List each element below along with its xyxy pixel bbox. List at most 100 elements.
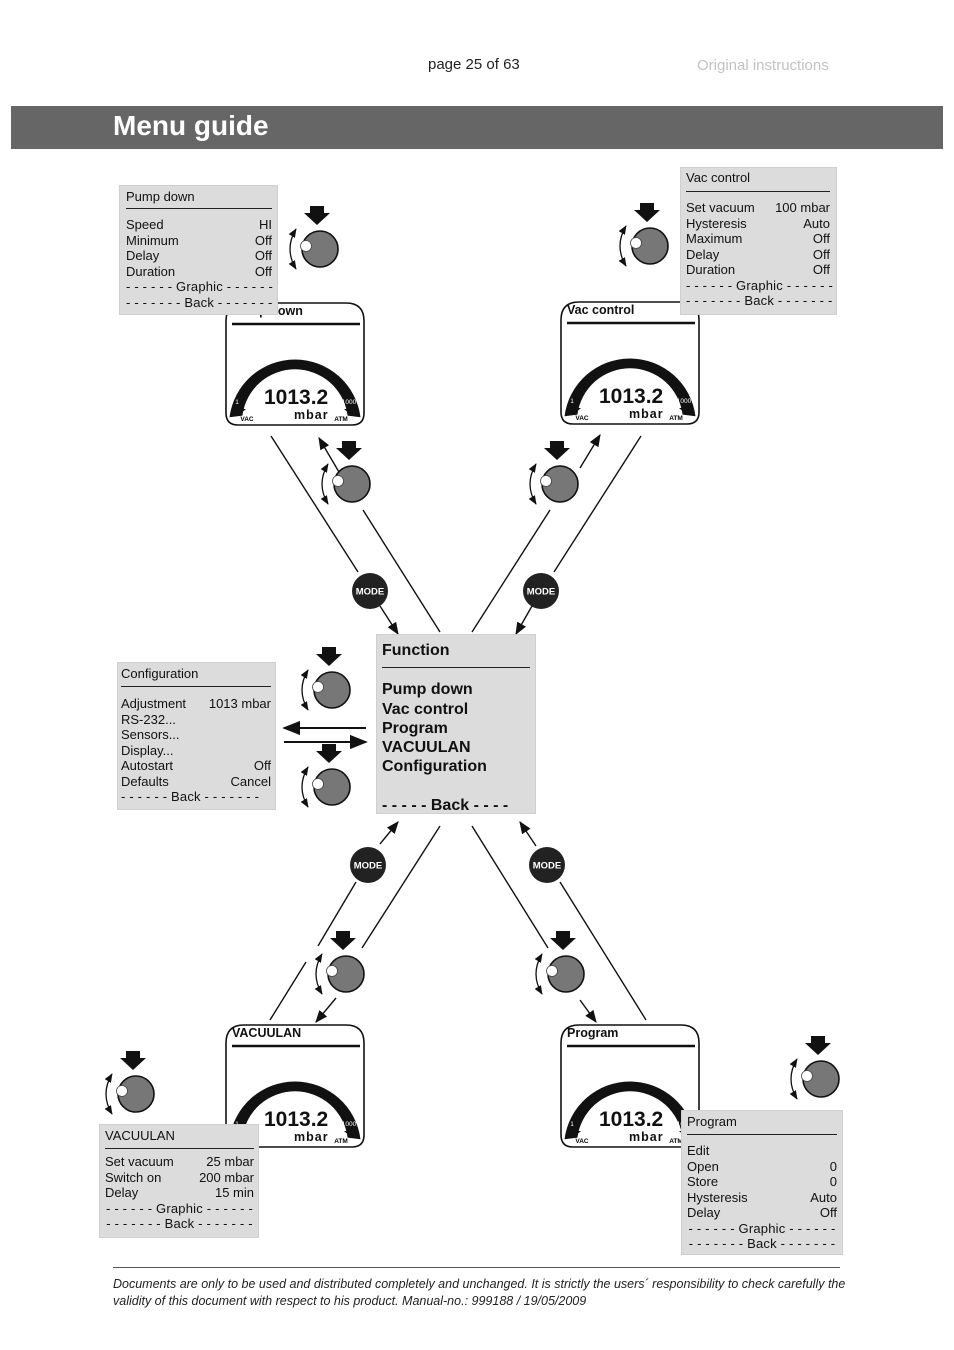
atm-pointer-icon (344, 409, 358, 415)
panel-title: VACUULAN (105, 1128, 175, 1143)
menu-row-value: 25 mbar (206, 1154, 254, 1169)
rotary-knob-icon (528, 441, 579, 505)
flow-arrow (379, 821, 399, 845)
rotate-arrow-icon (320, 463, 329, 505)
gauge-tick-label: 100 (653, 1071, 664, 1078)
menu-row-value: Off (819, 1205, 837, 1220)
menu-row-label: Delay (126, 248, 160, 263)
menu-row-value: Cancel (230, 773, 271, 789)
rotate-arrow-icon (534, 953, 543, 995)
knob-highlight (312, 681, 324, 693)
menu-row-label: Set vacuum (686, 200, 755, 215)
menu-row-label: Duration (686, 262, 736, 277)
flow-line (361, 825, 441, 949)
panel-title: Configuration (121, 666, 199, 681)
flow-line (559, 881, 647, 1021)
gauge-tick-label: 1000 (342, 1121, 357, 1128)
gauge-tick-label: 100 (318, 1071, 329, 1078)
menu-row-value: 0 (829, 1174, 837, 1189)
gauge-tick-label: 10 (594, 348, 602, 355)
pressure-reading: 1013.2 (599, 385, 664, 408)
rotate-arrow-icon (104, 1073, 113, 1115)
gauge-tick-label: 100 (318, 349, 329, 356)
svg-text:MODE: MODE (354, 861, 383, 872)
display-mode-label: VACUULAN (232, 1026, 302, 1040)
knob-highlight (540, 475, 552, 487)
vac-pointer-icon (567, 408, 581, 414)
menu-row-label: Speed (126, 217, 164, 232)
press-arrow-icon (120, 1051, 146, 1070)
rotary-knob-icon (288, 206, 339, 270)
pressure-reading: 1013.2 (264, 1108, 329, 1131)
menu-row-value: Auto (803, 215, 830, 231)
flow-arrow (515, 605, 533, 636)
graphic-option: - - - - - - Graphic - - - - - - (105, 1200, 253, 1216)
footer-disclaimer: Documents are only to be used and distri… (113, 1277, 846, 1308)
press-arrow-icon (634, 203, 660, 222)
pressure-unit: mbar (294, 1130, 329, 1144)
function-item-pump-down: Pump down (382, 681, 473, 699)
rotary-knob-icon (789, 1036, 840, 1100)
menu-row-label: Open (687, 1158, 719, 1174)
panel-divider (126, 208, 272, 209)
menu-row-value: Off (254, 248, 272, 263)
menu-row-label: Autostart (121, 758, 174, 773)
press-arrow-icon (805, 1036, 831, 1055)
knob-highlight (801, 1070, 813, 1082)
menu-row-value: Off (254, 263, 272, 279)
rotary-knob-icon (534, 931, 585, 995)
flow-arrow (315, 997, 337, 1023)
flow-line (317, 881, 357, 947)
rotate-arrow-icon (300, 766, 309, 808)
page-number: page 25 of 63 (428, 56, 520, 73)
atm-pointer-icon (679, 408, 693, 414)
back-option: - - - - - - - Back - - - - - - - (106, 1216, 253, 1231)
pressure-reading: 1013.2 (264, 386, 329, 409)
atm-label: ATM (669, 415, 683, 422)
back-option: - - - - - - Back - - - - - - - (121, 789, 260, 804)
graphic-option: - - - - - - Graphic - - - - - - (126, 279, 274, 294)
gauge-tick-label: 1 (570, 398, 574, 405)
menu-row-label: Adjustment (121, 696, 187, 711)
rotate-arrow-icon (300, 669, 309, 711)
gauge-tick-label: 100 (653, 348, 664, 355)
panel-divider (382, 667, 530, 669)
rotate-arrow-icon (789, 1058, 798, 1100)
flow-arrow (519, 820, 537, 847)
menu-row-label: Duration (126, 263, 176, 279)
menu-row-label: Delay (105, 1185, 139, 1200)
atm-pointer-icon (344, 1131, 358, 1137)
rotate-arrow-icon (618, 225, 627, 267)
rotate-arrow-icon (314, 953, 323, 995)
panel-divider (121, 686, 271, 687)
menu-row-value: Off (812, 231, 830, 246)
gauge-tick-label: 10 (259, 1071, 267, 1078)
function-item-vac-control: Vac control (382, 700, 469, 718)
menu-row-label: Delay (686, 246, 720, 262)
page-title: Menu guide (113, 110, 269, 141)
rotary-knob-icon (104, 1051, 155, 1115)
menu-row: Display... (121, 743, 271, 759)
flow-arrow (579, 999, 597, 1024)
flow-line (269, 961, 307, 1021)
svg-text:MODE: MODE (356, 587, 385, 598)
panel-divider (686, 191, 830, 192)
gauge-tick-label: 1 (570, 1121, 574, 1128)
knob-highlight (312, 778, 324, 790)
panel-divider (105, 1148, 254, 1149)
menu-row: Sensors... (121, 727, 271, 743)
vac-label: VAC (240, 416, 254, 423)
flow-line (553, 435, 642, 573)
flow-arrow (579, 433, 601, 469)
press-arrow-icon (544, 441, 570, 460)
rotary-knob-icon (300, 744, 351, 808)
